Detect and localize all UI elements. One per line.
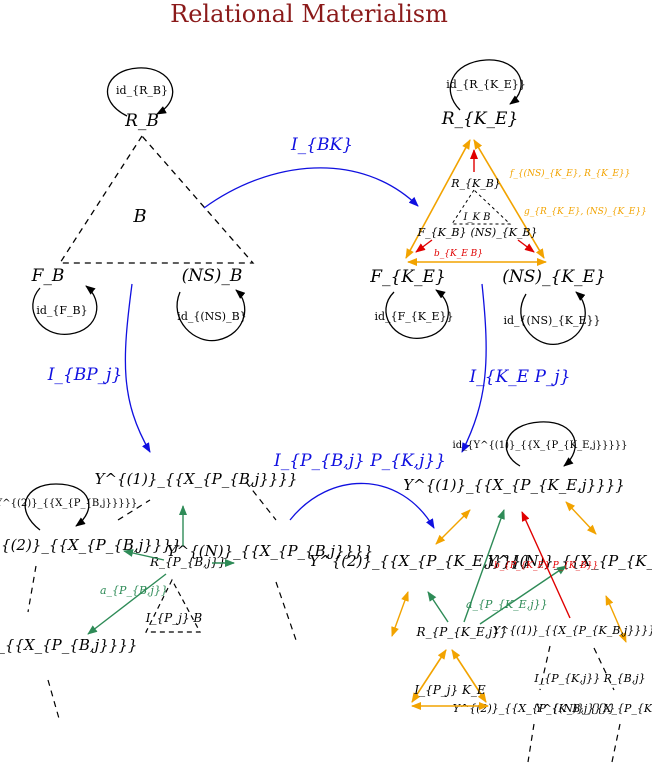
top-left-node-F: F_B: [31, 266, 65, 286]
bottom-right-orange-tri-right: [451, 649, 487, 703]
top-left-loop-R-label: id_{R_B}: [116, 84, 168, 97]
top-right-loop-R: [449, 59, 522, 111]
bottom-right-orange-1: [435, 509, 471, 545]
bottom-right-b-label: b_{P_{K_E} P_{K_B}}: [494, 561, 598, 571]
top-right-loop-NS-label: id_{(NS)_{K_E}}: [503, 314, 600, 327]
top-right-red-arrow-NS: [517, 239, 535, 253]
bottom-left-Y2: Y^{(2)}_{{X_{P_{B,j}}}}: [0, 536, 181, 554]
bottom-left-Y3: Y^{(3)}_{{X_{P_{B,j}}}}: [0, 636, 137, 654]
top-left-center-label: B: [132, 206, 146, 227]
blue-maps: I_{BK} I_{BP_j} I_{K_E P_j} I_{P_{B,j} P…: [47, 135, 571, 529]
diagram-title: Relational Materialism: [170, 0, 448, 28]
top-right-loop-F-label: id_{F_{K_E}}: [375, 310, 454, 323]
bottom-right-red-arrow: [521, 511, 571, 619]
bottom-left-dash-3: [275, 581, 297, 641]
bottom-right-orange-center: I_{P_j} K_E: [413, 683, 486, 697]
bottom-right-Y2: Y^{(2)}_{{X_{P_{K_E,j}}}}: [309, 552, 531, 570]
top-right-edge-left: [405, 139, 471, 259]
top-right-edge-right: [473, 139, 545, 259]
bottom-left-dash-4: [27, 565, 37, 613]
bottom-left-arrow-Y2: [123, 549, 165, 561]
bottom-right-orange-2: [565, 501, 597, 535]
top-left-loop-NS-label: id_{(NS)_B}: [177, 310, 246, 323]
bottom-left-small-triangle: [145, 578, 202, 633]
bottom-right-sub-Y1: Y^{(1)}_{{X_{P_{K_B,j}}}}: [493, 624, 652, 637]
top-right-loop-R-label: id_{R_{K_E}}: [446, 78, 526, 91]
arrow-I-PP-label: I_{P_{B,j} P_{K,j}}: [273, 451, 446, 471]
top-left-triangle: B id_{R_B} R_B F_B id_{F_B} (NS)_B id_{(…: [31, 67, 255, 342]
bottom-right-green-Y1: [463, 509, 505, 623]
arrow-I-BK-label: I_{BK}: [290, 135, 353, 155]
top-right-inner-triangle-edges: [451, 189, 512, 225]
bottom-left-dash-2: [245, 481, 277, 521]
top-right-inner-F: F_{K_B}: [417, 226, 467, 239]
bottom-right-YN: Y^{(N)}_{{X_{P_{K_E,j}}}}: [487, 552, 652, 570]
top-left-node-R: R_B: [124, 111, 159, 131]
bottom-right-loop-Y1: [505, 421, 576, 467]
bottom-right-Y1: Y^{(1)}_{{X_{P_{K_E,j}}}}: [403, 476, 625, 494]
top-left-loop-R: [106, 67, 174, 117]
top-right-inner-R: R_{K_B}: [450, 177, 501, 190]
bottom-left-R: R_{P_{B,j}}: [149, 555, 226, 569]
arrow-I-BP-label: I_{BP_j}: [47, 365, 123, 385]
bottom-right-sub-YN: Y^{(N)}_{{X_{P_{K_B,j}}}}: [535, 702, 652, 715]
top-left-loop-F: [32, 285, 98, 335]
bottom-right-dash-4: [611, 723, 621, 763]
bottom-right-a-label: a_{P_{K_E,j}}: [466, 598, 548, 611]
bottom-right-orange-4: [605, 595, 627, 643]
arrow-I-BK: [203, 167, 419, 209]
top-left-loop-F-label: id_{F_B}: [36, 304, 87, 317]
bottom-right-dash-1: [539, 645, 551, 691]
top-right-node-R: R_{K_E}: [441, 109, 519, 129]
top-right-inner-center: I_K B: [463, 212, 491, 223]
top-right-loop-F: [385, 289, 449, 339]
bottom-right-green-YN: [479, 565, 567, 625]
top-right-node-F: F_{K_E}: [369, 267, 446, 287]
top-right-inner-NS: (NS)_{K_B}: [470, 226, 537, 239]
top-right-edge-f-label: f_{(NS)_{K_E}, R_{K_E}}: [509, 168, 630, 179]
bottom-left-Y1: Y^{(1)}_{{X_{P_{B,j}}}}: [95, 470, 298, 488]
bottom-left-cluster: Y^{(1)}_{{X_{P_{B,j}}}} Y^{(2)}_{{X_{P_{…: [0, 470, 373, 723]
bottom-right-dash-3: [527, 723, 535, 763]
top-left-loop-NS: [176, 289, 246, 342]
arrow-I-PP: [289, 482, 435, 529]
top-right-node-NS: (NS)_{K_E}: [502, 267, 606, 287]
bottom-right-sub-Y2: Y^{(2)}_{{X_{P_{K_B,j}}}}: [453, 702, 616, 715]
top-right-edge-b-label: b_{K_E B}: [434, 249, 483, 259]
bottom-right-sub-center: I_{P_{K,j}} P_{B,j}: [533, 672, 645, 685]
bottom-left-loop-Y2: [24, 483, 90, 531]
bottom-left-dash-5: [47, 679, 61, 723]
arrow-I-KP: [461, 283, 487, 453]
bottom-right-dash-2: [593, 647, 615, 691]
bottom-right-cluster: id_{Y^{(1)}_{{X_{P_{K_E,j}}}}} Y^{(1)}_{…: [309, 421, 652, 763]
bottom-left-a-label: a_{P_{B,j}}: [100, 584, 168, 597]
bottom-right-loop-Y1-label: id_{Y^{(1)}_{{X_{P_{K_E,j}}}}}: [453, 440, 628, 451]
arrow-I-BP: [124, 283, 151, 453]
bottom-left-arrow-Y3: [87, 573, 167, 635]
top-right-loop-NS: [520, 291, 586, 345]
bottom-right-green-Y2: [427, 591, 449, 623]
bottom-right-orange-3: [391, 591, 409, 637]
bottom-left-center-label: I_{P_j} B: [145, 611, 203, 625]
bottom-right-orange-tri-left: [411, 649, 447, 703]
bottom-left-loop-Y2-label: id_{Y^{(2)}_{{X_{P_{B,j}}}}}: [0, 498, 137, 509]
bottom-right-R: R_{P_{K_E,j}}: [416, 625, 508, 639]
top-left-node-NS: (NS)_B: [182, 266, 243, 286]
top-right-edge-g-label: g_{R_{K_E}, (NS)_{K_E}}: [524, 206, 647, 217]
top-left-triangle-edges: [58, 134, 255, 264]
top-right-red-arrow-F: [415, 239, 433, 253]
arrow-I-KP-label: I_{K_E P_j}: [468, 367, 570, 387]
bottom-left-YN: Y^{(N)}_{{X_{P_{B,j}}}}: [167, 542, 373, 560]
top-right-triangle: id_{R_{K_E}} R_{K_E} f_{(NS)_{K_E}, R_{K…: [369, 59, 647, 345]
